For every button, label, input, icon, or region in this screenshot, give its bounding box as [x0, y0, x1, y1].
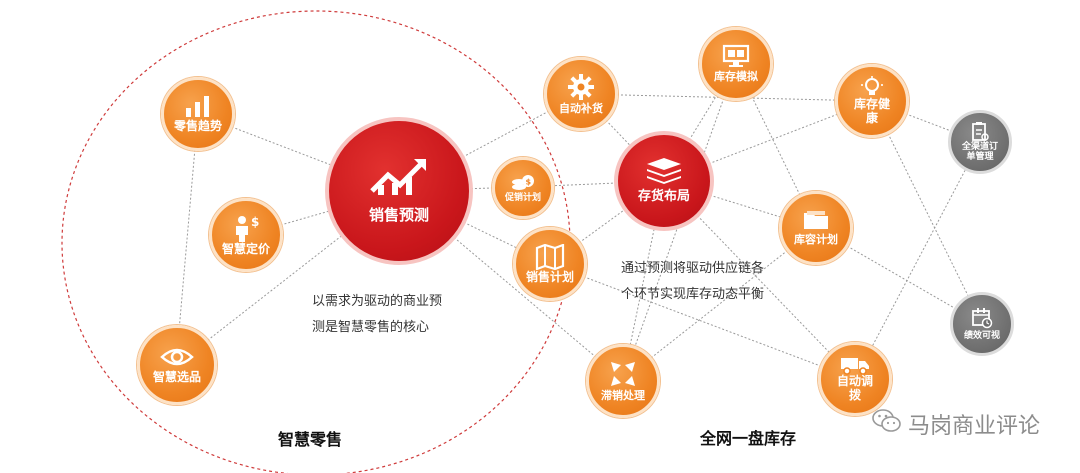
- node-omni-order: 全渠道订 单管理: [948, 110, 1012, 174]
- node-auto-transfer: 自动调 拨: [818, 342, 892, 416]
- node-label: 智慧定价: [221, 241, 270, 256]
- caption-line: 测是智慧零售的核心: [312, 320, 430, 335]
- node-label: 全渠道订: [961, 141, 998, 152]
- wechat-icon: [872, 408, 902, 440]
- node-label: 康: [865, 111, 878, 125]
- caption-line: 通过预测将驱动供应链各: [621, 261, 765, 276]
- left-caption: 以需求为驱动的商业预 测是智慧零售的核心: [312, 289, 442, 341]
- node-perf-visual: 绩效可视: [950, 292, 1014, 356]
- node-inventory-sim: 库存模拟: [699, 27, 773, 101]
- folder-icon: [802, 209, 830, 231]
- edge: [175, 190, 400, 366]
- edge: [622, 227, 817, 381]
- node-label: 单管理: [966, 152, 994, 162]
- bar-chart-icon: [183, 94, 213, 118]
- node-auto-replenish: 自动补货: [544, 57, 618, 131]
- node-label: 自动补货: [559, 101, 603, 115]
- node-capacity-plan: 库容计划: [779, 191, 853, 265]
- node-clearance: 滞销处理: [586, 344, 660, 418]
- node-label: 库存健: [853, 97, 890, 112]
- node-label: 滞销处理: [601, 388, 645, 402]
- node-label: 绩效可视: [963, 330, 1000, 341]
- node-inventory-health: 库存健 康: [835, 64, 909, 138]
- monitor-icon: [722, 44, 750, 68]
- node-label: 自动调: [836, 374, 873, 389]
- watermark-text: 马岗商业评论: [907, 414, 1040, 439]
- map-icon: [535, 243, 565, 270]
- smart-retail-boundary: [61, 10, 571, 473]
- node-inventory-layout: 存货布局: [614, 131, 714, 231]
- node-smart-selection: 智慧选品: [137, 325, 217, 405]
- node-label: 销售计划: [525, 269, 574, 284]
- svg-text:$: $: [251, 215, 259, 229]
- node-label: 存货布局: [637, 188, 690, 204]
- node-label: 零售趋势: [173, 119, 222, 134]
- node-label: 销售预测: [368, 206, 429, 225]
- node-smart-pricing: $ 智慧定价: [209, 198, 283, 272]
- edge: [871, 100, 983, 325]
- node-sales-forecast: 销售预测: [325, 117, 473, 265]
- watermark: 马岗商业评论: [872, 408, 1040, 440]
- gear-icon: [567, 73, 595, 101]
- section-title-network-inventory: 全网一盘库存: [700, 429, 797, 448]
- edge: [663, 63, 737, 182]
- lightbulb-icon: [861, 76, 883, 98]
- trend-up-icon: [370, 157, 428, 197]
- calendar-icon: [971, 307, 993, 329]
- node-sales-trend: 零售趋势: [161, 77, 235, 151]
- node-label: 促销计划: [504, 193, 541, 204]
- node-promo-plan: $ 促销计划: [492, 157, 554, 219]
- edge: [175, 113, 199, 366]
- node-label: 拨: [848, 388, 861, 402]
- truck-icon: [840, 355, 870, 375]
- section-title-smart-retail: 智慧零售: [278, 430, 343, 449]
- node-label: 库容计划: [794, 233, 838, 247]
- caption-line: 以需求为驱动的商业预: [312, 294, 443, 309]
- node-label: 库存模拟: [714, 70, 758, 84]
- arrows-in-icon: [609, 360, 637, 388]
- svg-text:$: $: [526, 178, 532, 187]
- edge: [854, 141, 981, 380]
- right-caption: 通过预测将驱动供应链各 个环节实现库存动态平衡: [621, 256, 764, 308]
- node-label: 智慧选品: [152, 369, 201, 384]
- node-sales-plan: 销售计划: [513, 227, 587, 301]
- clipboard-icon: [970, 121, 990, 142]
- stack-icon: [646, 157, 682, 184]
- eye-icon: [160, 346, 194, 368]
- coins-icon: $: [511, 172, 535, 192]
- person-dollar-icon: $: [231, 214, 261, 242]
- caption-line: 个环节实现库存动态平衡: [621, 287, 765, 302]
